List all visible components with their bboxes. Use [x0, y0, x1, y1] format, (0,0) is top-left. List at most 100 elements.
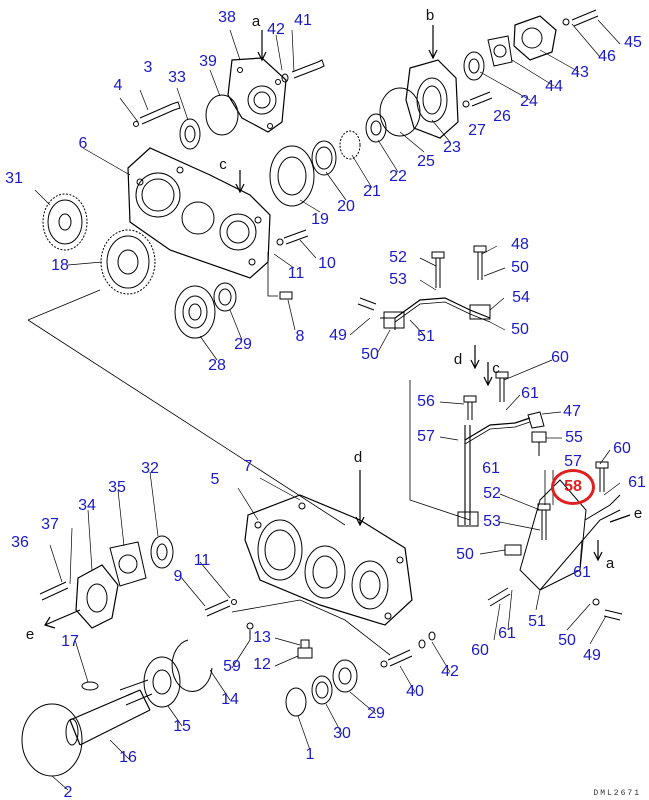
bolt-60-right: [595, 461, 609, 492]
callout-29-lower: 29: [367, 705, 385, 722]
callout-26: 26: [493, 108, 511, 125]
bolt-60-upper: [495, 371, 509, 402]
callout-3: 3: [143, 59, 153, 76]
callout-19: 19: [311, 211, 329, 228]
view-ref-d-upper: d: [453, 351, 463, 368]
bolt-52-upper: [431, 251, 445, 288]
callout-50-c: 50: [361, 346, 379, 363]
cover-34: [75, 564, 119, 629]
callout-61-b: 61: [482, 460, 500, 477]
gasket-35: [109, 541, 147, 587]
shaft-16: [65, 679, 153, 746]
callout-51-lower: 51: [528, 613, 546, 630]
callout-55: 55: [565, 429, 583, 446]
fitting-47: [527, 411, 545, 429]
callout-35: 35: [108, 479, 126, 496]
bolt-49: [357, 297, 377, 311]
view-ref-e-left: e: [25, 626, 35, 643]
callout-61-c: 61: [628, 474, 646, 491]
callout-25: 25: [417, 153, 435, 170]
ring-30: [311, 675, 333, 705]
plug-1: [285, 687, 307, 717]
leader-lines: [34, 19, 621, 791]
callout-14: 14: [221, 691, 239, 708]
bolt-3: [133, 101, 181, 127]
view-ref-c-lower: c: [492, 360, 500, 377]
pipe-57: [457, 417, 531, 527]
callout-21: 21: [363, 183, 381, 200]
callout-18: 18: [51, 257, 69, 274]
callout-57-left: 57: [417, 428, 435, 445]
o-ring-25: [379, 87, 421, 137]
callout-34: 34: [78, 497, 96, 514]
callout-49-upper: 49: [329, 327, 347, 344]
callout-24: 24: [520, 93, 538, 110]
callout-11-upper: 11: [287, 265, 305, 282]
callout-57-right: 57: [564, 453, 582, 470]
bearing-32: [150, 535, 174, 569]
callout-32: 32: [141, 460, 159, 477]
callout-59: 59: [223, 658, 241, 675]
callout-13: 13: [253, 629, 271, 646]
highlighted-part-label: 58: [564, 478, 582, 495]
bolt-56: [463, 395, 477, 420]
callout-48: 48: [511, 236, 529, 253]
callout-41: 41: [294, 12, 312, 29]
callout-6: 6: [78, 135, 88, 152]
view-ref-e-right: e: [633, 505, 643, 522]
callout-50-a: 50: [511, 259, 529, 276]
callout-56: 56: [417, 393, 435, 410]
bolt-60-lower: [487, 587, 511, 607]
callout-50-e: 50: [558, 632, 576, 649]
gear-18: [100, 229, 156, 295]
bolt-41: [281, 59, 325, 83]
washer-42-lower: [418, 631, 436, 649]
callout-53-upper: 53: [389, 271, 407, 288]
callout-1: 1: [305, 746, 315, 763]
gear-31: [42, 193, 88, 251]
seal-24: [463, 51, 485, 81]
washer-21: [339, 130, 361, 160]
callout-61-e: 61: [498, 625, 516, 642]
cover-43: [513, 15, 557, 61]
seal-33: [179, 118, 201, 150]
callout-8: 8: [295, 328, 305, 345]
callout-54: 54: [512, 289, 530, 306]
bearing-29-lower: [332, 659, 358, 693]
callout-11-lower: 11: [193, 552, 211, 569]
callout-40: 40: [406, 683, 424, 700]
callout-16: 16: [119, 749, 137, 766]
callout-5: 5: [210, 471, 220, 488]
callout-53-lower: 53: [483, 513, 501, 530]
callout-61-a: 61: [521, 385, 539, 402]
callout-43: 43: [571, 64, 589, 81]
callout-37: 37: [41, 516, 59, 533]
bearing-19: [269, 145, 315, 207]
bearing-28: [174, 285, 216, 339]
callout-4: 4: [113, 77, 123, 94]
callout-38: 38: [218, 9, 236, 26]
fitting-55: [531, 431, 547, 456]
callout-60-b: 60: [613, 440, 631, 457]
bolt-26: [462, 91, 493, 108]
callout-27: 27: [468, 122, 486, 139]
snap-ring-14: [171, 639, 213, 692]
callout-7: 7: [243, 458, 253, 475]
callout-30: 30: [333, 725, 351, 742]
callout-45: 45: [624, 34, 642, 51]
view-ref-c-upper: c: [219, 156, 227, 173]
callout-44: 44: [545, 78, 563, 95]
callout-9: 9: [173, 568, 183, 585]
callout-39: 39: [199, 53, 217, 70]
callout-22: 22: [389, 168, 407, 185]
bolt-9: [204, 599, 237, 617]
highlighted-part-58[interactable]: 58: [551, 469, 595, 505]
callout-51-upper: 51: [417, 328, 435, 345]
view-ref-a-lower: a: [605, 555, 615, 572]
callout-12: 12: [253, 656, 271, 673]
bolt-10: [276, 229, 309, 246]
callout-42-lower: 42: [441, 663, 459, 680]
callout-28: 28: [208, 357, 226, 374]
callout-60-a: 60: [551, 349, 569, 366]
